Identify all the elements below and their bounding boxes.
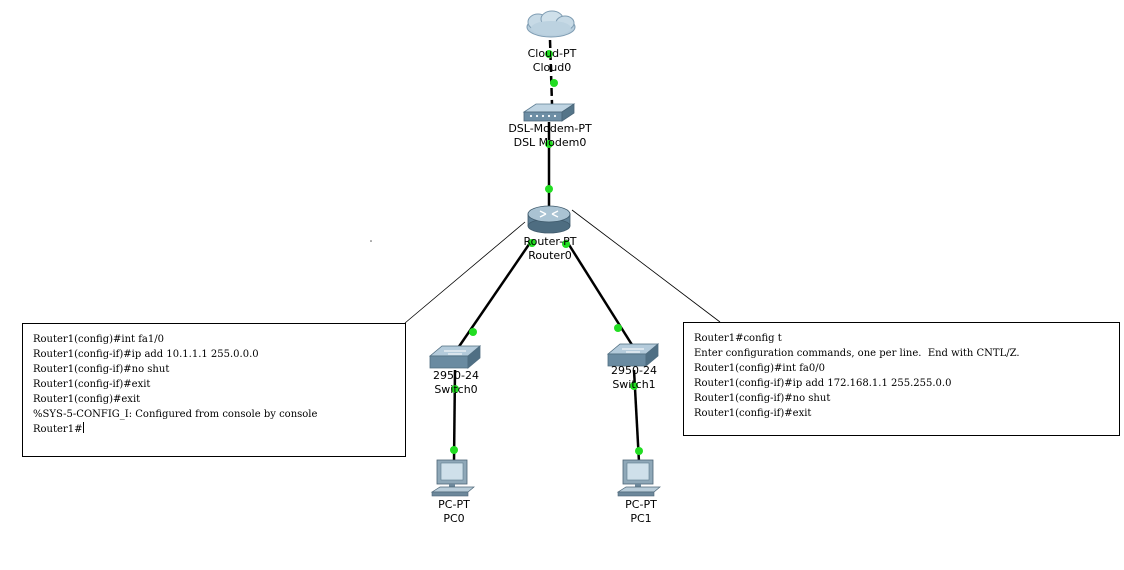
switch0-name: Switch0 [434, 383, 478, 396]
switch0-icon[interactable] [428, 345, 482, 369]
link-lights [450, 50, 643, 455]
router-name: Router0 [528, 249, 572, 262]
console-line: Router1(config-if)#exit [694, 408, 812, 419]
text-cursor [83, 422, 85, 433]
pc0-icon[interactable] [430, 459, 475, 497]
link-light [630, 382, 638, 390]
cloud-type: Cloud-PT [527, 47, 577, 60]
link-router-switch1[interactable] [564, 239, 636, 349]
modem-name: DSL Modem0 [513, 136, 587, 149]
link-light [550, 79, 558, 87]
link-light [545, 140, 553, 148]
dsl-modem-icon[interactable] [522, 103, 576, 122]
cloud-name: Cloud0 [532, 61, 572, 74]
switch0-label: 2950-24 Switch0 [416, 369, 496, 397]
console-note-left[interactable]: Router1(config)#int fa1/0 Router1(config… [22, 323, 406, 457]
link-light [451, 385, 459, 393]
pc1-name: PC1 [630, 512, 652, 525]
console-prompt: Router1# [33, 424, 83, 435]
console-line: Router1(config-if)#no shut [33, 364, 170, 375]
console-line: Router1(config)#int fa0/0 [694, 363, 825, 374]
console-line: Router1(config-if)#exit [33, 379, 151, 390]
switch1-label: 2950-24 Switch1 [594, 364, 674, 392]
console-line: Router1#config t [694, 333, 782, 344]
link-light [614, 324, 622, 332]
console-note-right[interactable]: Router1#config t Enter configuration com… [683, 322, 1120, 436]
console-line: Router1(config)#int fa1/0 [33, 334, 164, 345]
cloud-label: Cloud-PT Cloud0 [502, 47, 602, 75]
switch1-type: 2950-24 [611, 364, 657, 377]
console-line: Router1(config-if)#no shut [694, 393, 831, 404]
stray-dot [370, 240, 372, 242]
callout-line-right [571, 209, 721, 323]
console-prompt-line: Router1# [33, 422, 395, 437]
pc0-label: PC-PT PC0 [414, 498, 494, 526]
console-line: Enter configuration commands, one per li… [694, 348, 1020, 359]
link-cloud-modem[interactable] [548, 39, 554, 105]
modem-type: DSL-Modem-PT [508, 122, 592, 135]
console-line: Router1(config)#exit [33, 394, 141, 405]
router-icon[interactable] [527, 205, 571, 234]
link-light [469, 328, 477, 336]
link-light [562, 240, 570, 248]
console-line: %SYS-5-CONFIG_I: Configured from console… [33, 409, 318, 420]
link-light [545, 50, 553, 58]
link-light [635, 447, 643, 455]
switch1-name: Switch1 [612, 378, 656, 391]
modem-label: DSL-Modem-PT DSL Modem0 [490, 122, 610, 150]
pc1-label: PC-PT PC1 [601, 498, 681, 526]
switch0-type: 2950-24 [433, 369, 479, 382]
console-line: Router1(config-if)#ip add 172.168.1.1 25… [694, 378, 952, 389]
cloud-icon[interactable] [526, 10, 576, 38]
pc1-type: PC-PT [625, 498, 657, 511]
pc0-name: PC0 [443, 512, 465, 525]
callout-line-left [404, 221, 526, 324]
router-label: Router-PT Router0 [500, 235, 600, 263]
link-light [450, 446, 458, 454]
link-light [545, 185, 553, 193]
pc0-type: PC-PT [438, 498, 470, 511]
router-type: Router-PT [523, 235, 577, 248]
pc1-icon[interactable] [616, 459, 661, 497]
switch1-icon[interactable] [606, 343, 660, 367]
link-light [528, 239, 536, 247]
console-line: Router1(config-if)#ip add 10.1.1.1 255.0… [33, 349, 259, 360]
